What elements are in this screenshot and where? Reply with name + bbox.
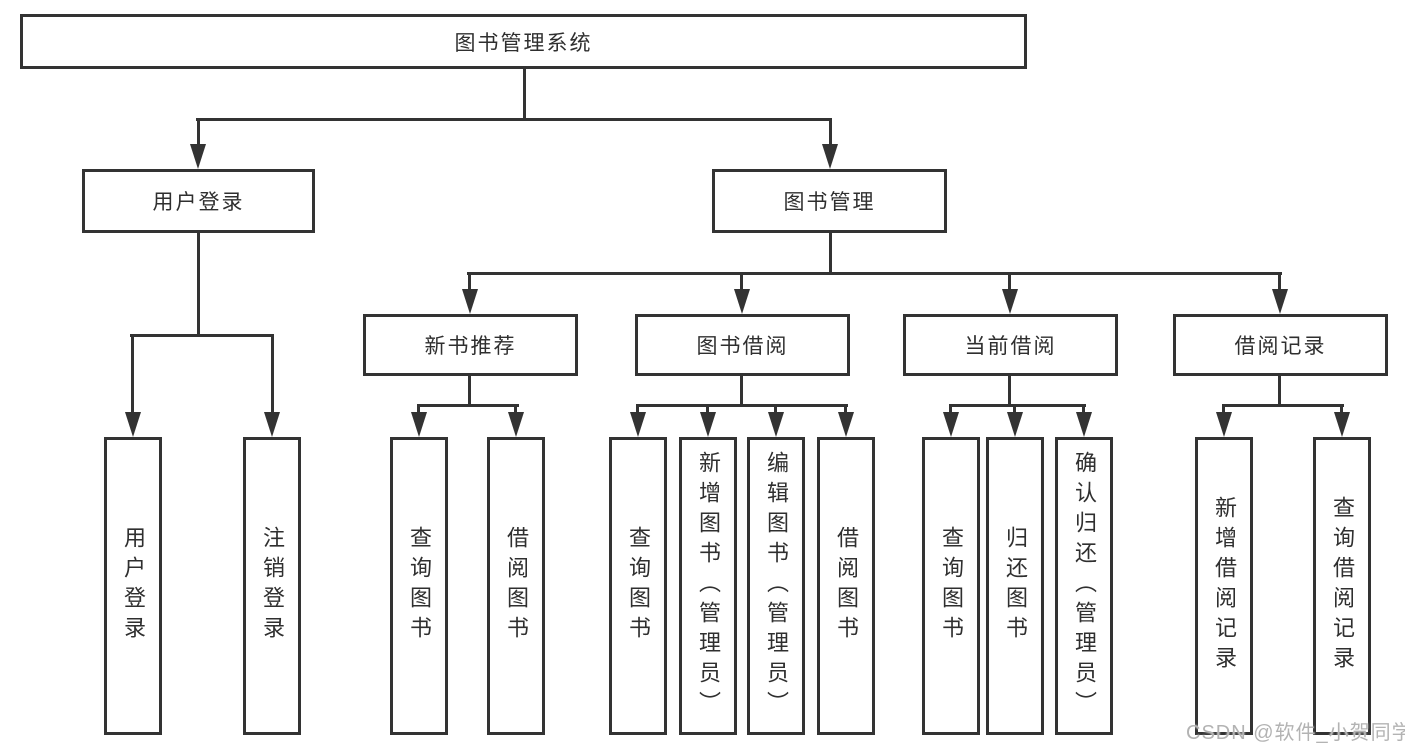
arrowhead-down-icon	[943, 412, 959, 437]
node-label: 新增图书（管理员）	[696, 451, 721, 721]
leaf-edit-books-admin: 编辑图书（管理员）	[747, 437, 805, 735]
arrowhead-down-icon	[734, 289, 750, 314]
node-library-management-system: 图书管理系统	[20, 14, 1027, 69]
leaf-logout: 注销登录	[243, 437, 301, 735]
connector-line	[1278, 272, 1281, 291]
connector-line	[196, 118, 832, 121]
arrowhead-down-icon	[822, 144, 838, 169]
arrowhead-down-icon	[125, 412, 141, 437]
node-label: 查询图书	[939, 526, 964, 646]
node-label: 查询图书	[407, 526, 432, 646]
connector-line	[271, 334, 274, 414]
node-book-management: 图书管理	[712, 169, 947, 233]
node-label: 当前借阅	[964, 335, 1057, 358]
node-label: 查询借阅记录	[1330, 496, 1355, 676]
leaf-query-borrow-record: 查询借阅记录	[1313, 437, 1371, 735]
arrowhead-down-icon	[462, 289, 478, 314]
connector-line	[467, 272, 1282, 275]
node-label: 编辑图书（管理员）	[764, 451, 789, 721]
node-label: 新书推荐	[424, 335, 517, 358]
connector-line	[1008, 375, 1011, 407]
leaf-borrow-books: 借阅图书	[817, 437, 875, 735]
node-label: 确认归还（管理员）	[1072, 451, 1097, 721]
arrowhead-down-icon	[508, 412, 524, 437]
node-borrowing-records: 借阅记录	[1173, 314, 1388, 376]
node-label: 借阅图书	[504, 526, 529, 646]
connector-line	[1082, 404, 1085, 414]
arrowhead-down-icon	[1007, 412, 1023, 437]
connector-line	[636, 404, 848, 407]
connector-line	[468, 375, 471, 407]
arrowhead-down-icon	[630, 412, 646, 437]
connector-line	[1222, 404, 1344, 407]
node-label: 借阅记录	[1234, 335, 1327, 358]
arrowhead-down-icon	[838, 412, 854, 437]
node-label: 查询图书	[626, 526, 651, 646]
arrowhead-down-icon	[411, 412, 427, 437]
arrowhead-down-icon	[1272, 289, 1288, 314]
leaf-add-borrow-record: 新增借阅记录	[1195, 437, 1253, 735]
connector-line	[706, 404, 709, 414]
connector-line	[130, 334, 274, 337]
connector-line	[844, 404, 847, 414]
connector-line	[417, 404, 420, 414]
connector-line	[740, 375, 743, 407]
arrowhead-down-icon	[1334, 412, 1350, 437]
connector-line	[829, 118, 832, 146]
leaf-add-books-admin: 新增图书（管理员）	[679, 437, 737, 735]
leaf-user-login: 用户登录	[104, 437, 162, 735]
connector-line	[197, 232, 200, 336]
leaf-return-books: 归还图书	[986, 437, 1044, 735]
connector-line	[949, 404, 952, 414]
node-current-borrowing: 当前借阅	[903, 314, 1118, 376]
node-label: 归还图书	[1003, 526, 1028, 646]
arrowhead-down-icon	[1002, 289, 1018, 314]
arrowhead-down-icon	[1076, 412, 1092, 437]
arrowhead-down-icon	[768, 412, 784, 437]
node-label: 用户登录	[152, 191, 245, 214]
connector-line	[468, 272, 471, 291]
leaf-borrow-books-recommend: 借阅图书	[487, 437, 545, 735]
node-label: 图书借阅	[696, 335, 789, 358]
node-label: 注销登录	[260, 526, 285, 646]
connector-line	[523, 68, 526, 120]
connector-line	[636, 404, 639, 414]
connector-line	[829, 232, 832, 275]
connector-line	[197, 118, 200, 146]
connector-line	[1340, 404, 1343, 414]
csdn-watermark: CSDN @软件_小贺同学	[1186, 722, 1405, 744]
arrowhead-down-icon	[264, 412, 280, 437]
connector-line	[949, 404, 1086, 407]
arrowhead-down-icon	[1216, 412, 1232, 437]
node-label: 新增借阅记录	[1212, 496, 1237, 676]
connector-line	[774, 404, 777, 414]
node-new-book-recommendation: 新书推荐	[363, 314, 578, 376]
leaf-query-books-borrowing: 查询图书	[609, 437, 667, 735]
connector-line	[1013, 404, 1016, 414]
node-label: 用户登录	[121, 526, 146, 646]
leaf-confirm-return-admin: 确认归还（管理员）	[1055, 437, 1113, 735]
arrowhead-down-icon	[700, 412, 716, 437]
connector-line	[740, 272, 743, 291]
node-user-login-group: 用户登录	[82, 169, 315, 233]
connector-line	[514, 404, 517, 414]
leaf-query-books-recommend: 查询图书	[390, 437, 448, 735]
leaf-query-books-current: 查询图书	[922, 437, 980, 735]
connector-line	[131, 334, 134, 414]
connector-line	[1278, 375, 1281, 407]
arrowhead-down-icon	[190, 144, 206, 169]
node-book-borrowing: 图书借阅	[635, 314, 850, 376]
connector-line	[1222, 404, 1225, 414]
node-label: 借阅图书	[834, 526, 859, 646]
node-label: 图书管理	[783, 191, 876, 214]
connector-line	[1008, 272, 1011, 291]
node-label: 图书管理系统	[454, 31, 593, 55]
connector-line	[417, 404, 519, 407]
